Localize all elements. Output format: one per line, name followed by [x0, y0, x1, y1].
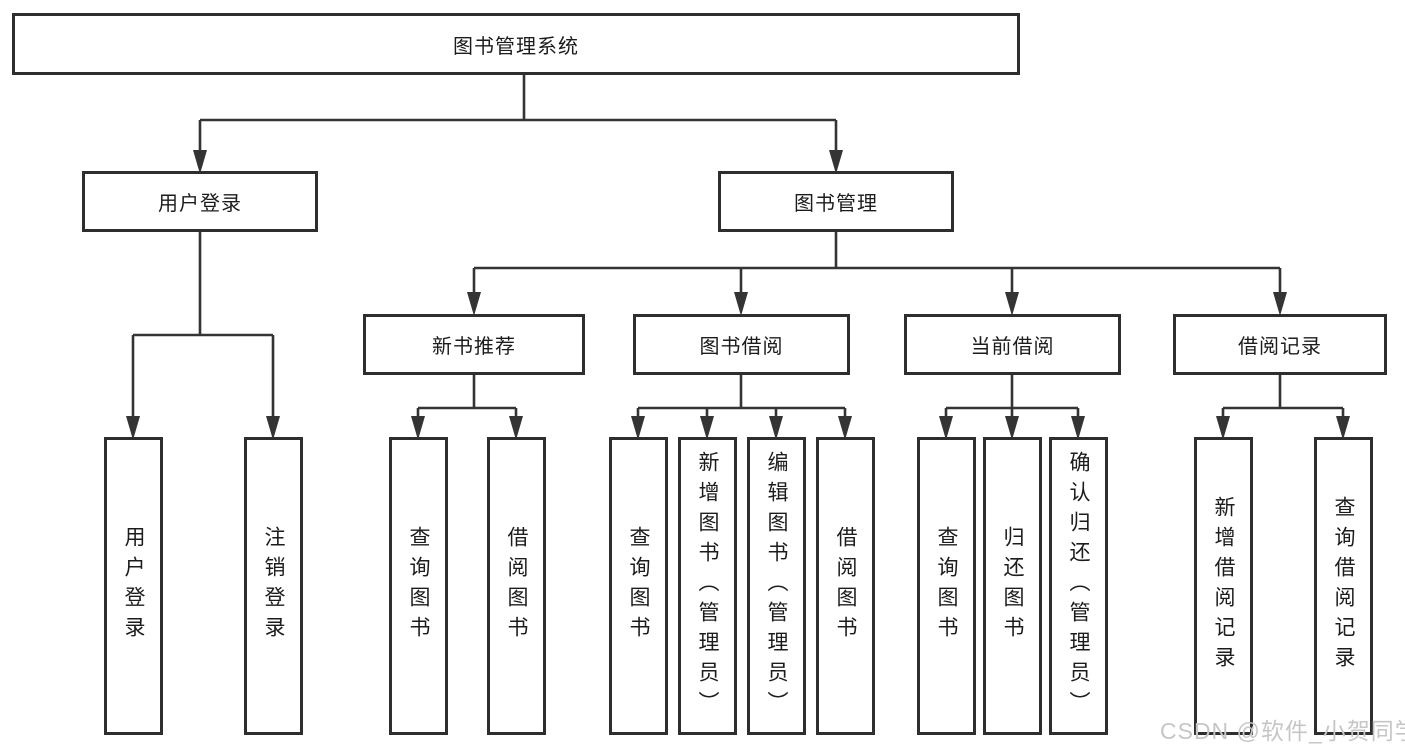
node-borrow-record: 借阅记录	[1173, 314, 1387, 375]
leaf-borrow-query-books: 查询图书	[609, 437, 668, 735]
node-book-management: 图书管理	[718, 171, 954, 232]
node-root-library-management-system: 图书管理系统	[12, 13, 1020, 75]
leaf-add-borrow-record: 新增借阅记录	[1194, 437, 1253, 735]
leaf-recommend-query-books: 查询图书	[389, 437, 448, 735]
leaf-edit-books-admin: 编辑图书（管理员）	[747, 437, 806, 735]
leaf-return-books: 归还图书	[983, 437, 1042, 735]
node-book-borrow: 图书借阅	[633, 314, 850, 375]
csdn-watermark: CSDN @软件_小贺同学	[1160, 718, 1405, 744]
node-new-book-recommend: 新书推荐	[363, 314, 585, 375]
leaf-borrow-books: 借阅图书	[816, 437, 875, 735]
leaf-query-borrow-record: 查询借阅记录	[1314, 437, 1373, 735]
node-user-login: 用户登录	[82, 171, 318, 232]
leaf-current-query-books: 查询图书	[917, 437, 976, 735]
leaf-add-books-admin: 新增图书（管理员）	[678, 437, 737, 735]
leaf-confirm-return-admin: 确认归还（管理员）	[1049, 437, 1108, 735]
leaf-logout: 注销登录	[244, 437, 303, 735]
leaf-user-login: 用户登录	[104, 437, 163, 735]
node-current-borrow: 当前借阅	[904, 314, 1121, 375]
arrowheads	[126, 150, 1350, 440]
leaf-recommend-borrow-books: 借阅图书	[487, 437, 546, 735]
